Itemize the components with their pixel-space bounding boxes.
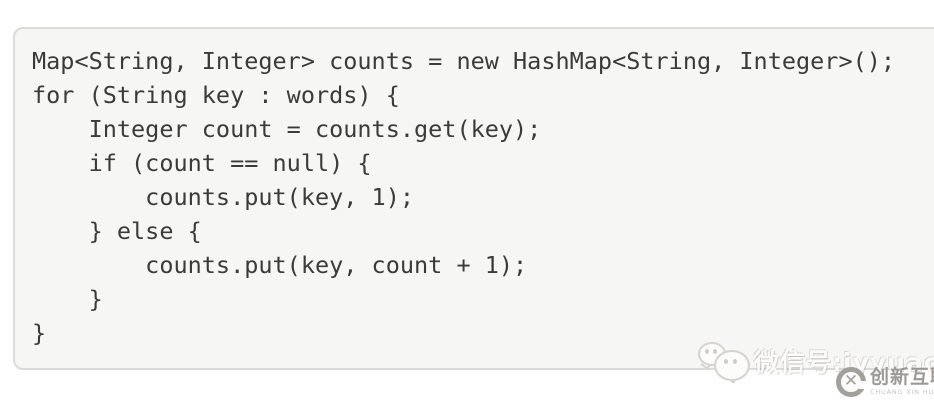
code-block: Map<String, Integer> counts = new HashMa… xyxy=(15,29,934,350)
code-line: } xyxy=(32,285,103,313)
wechat-icon xyxy=(698,340,754,384)
bubble-eye xyxy=(705,349,709,354)
brand-text: 创新互联 CHUANG XIN HU LIAN xyxy=(870,366,934,397)
brand-watermark: ✕ 创新互联 CHUANG XIN HU LIAN xyxy=(836,367,934,397)
code-line: for (String key : words) { xyxy=(32,81,400,109)
code-line: counts.put(key, count + 1); xyxy=(32,251,528,279)
code-line: if (count == null) { xyxy=(32,149,372,177)
code-card: Map<String, Integer> counts = new HashMa… xyxy=(13,27,934,370)
code-line: } else { xyxy=(32,217,202,245)
wechat-bubble-big xyxy=(714,350,750,381)
cx-logo-icon: ✕ xyxy=(836,367,868,397)
code-line: Integer count = counts.get(key); xyxy=(32,115,542,143)
code-line: counts.put(key, 1); xyxy=(32,183,415,211)
code-line: } xyxy=(32,319,47,347)
brand-name: 创新互联 xyxy=(870,366,934,388)
code-line: Map<String, Integer> counts = new HashMa… xyxy=(32,47,896,75)
bubble-eye xyxy=(724,359,728,364)
brand-caption: CHUANG XIN HU LIAN xyxy=(870,388,934,396)
bubble-eye xyxy=(733,359,737,364)
bubble-eye xyxy=(713,349,717,354)
